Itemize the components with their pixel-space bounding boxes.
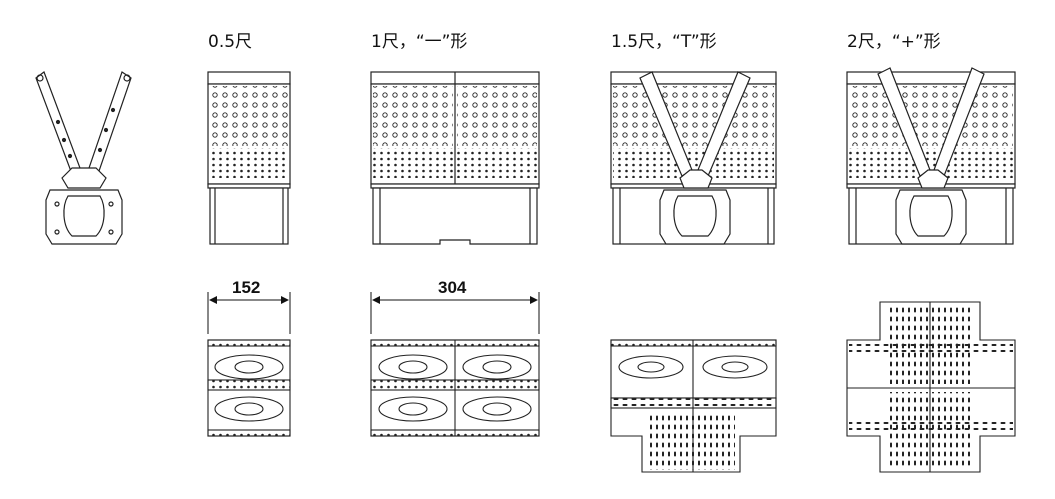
top-view-one-half-t [610,339,777,473]
dimension-line-152 [207,292,291,334]
top-view-one [370,339,540,437]
fixture-clamp-icon [35,71,132,245]
label-one-size-line: 1尺，“一”形 [371,32,468,52]
panel-one-half-front [610,71,777,245]
panel-two-front [846,67,1016,245]
label-two-size-cross: 2尺，“+”形 [847,32,941,52]
label-half-size: 0.5尺 [208,32,253,52]
dimension-label-304: 304 [438,278,467,297]
label-one-half-size-t: 1.5尺，“T”形 [611,32,717,52]
panel-half-front [207,71,291,245]
top-view-two-cross [846,301,1016,473]
dimension-label-152: 152 [232,278,261,297]
panel-one-front [370,71,540,245]
dimension-line-304 [370,292,540,334]
top-view-half [207,339,291,437]
